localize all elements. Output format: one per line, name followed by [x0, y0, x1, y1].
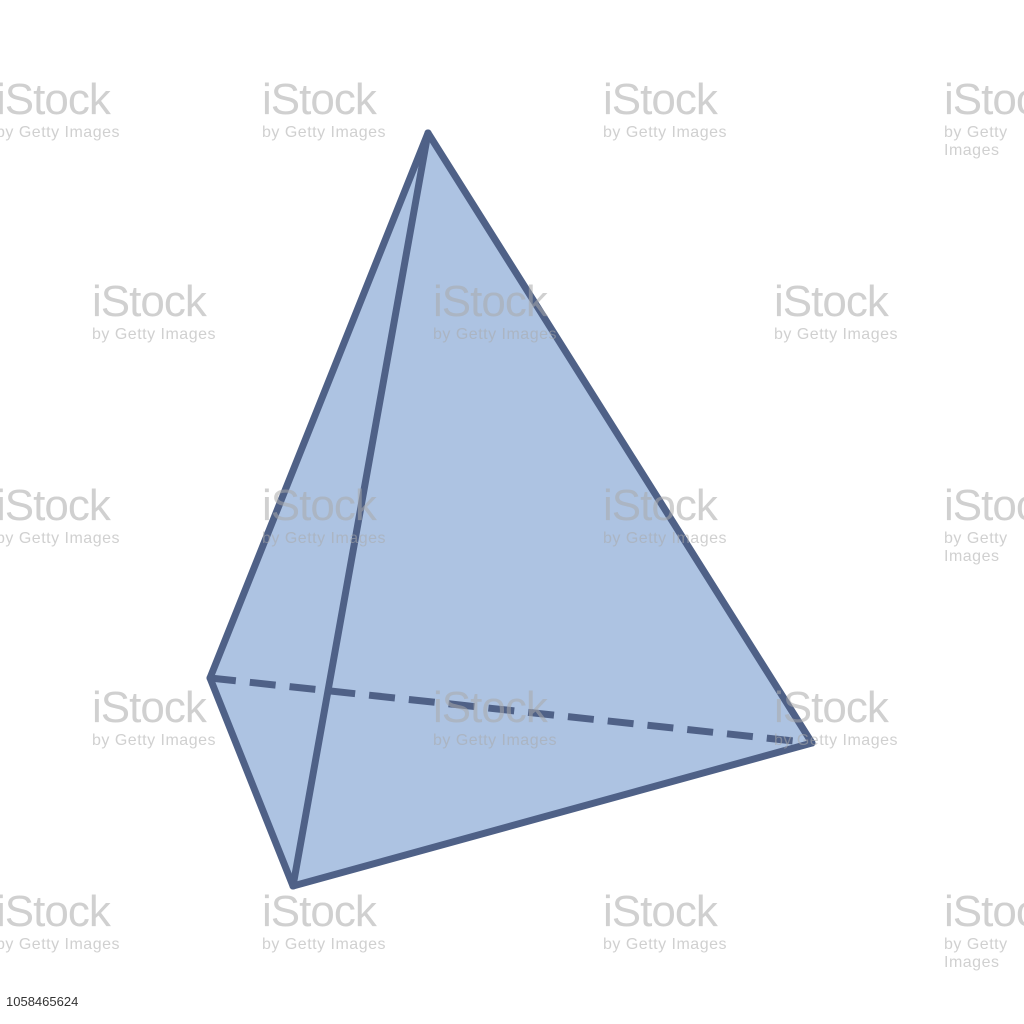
front-face	[293, 133, 812, 886]
edge-left-front	[206, 674, 297, 890]
edge-front-right	[289, 739, 816, 890]
edge-apex-left	[206, 129, 432, 682]
left-face	[210, 133, 428, 886]
edge-apex-right	[424, 129, 816, 747]
edge-apex-front	[289, 129, 432, 890]
stock-image-id: 1058465624	[0, 991, 85, 1012]
hidden-edge-dashed	[209, 674, 813, 747]
visible-edges	[206, 129, 816, 890]
